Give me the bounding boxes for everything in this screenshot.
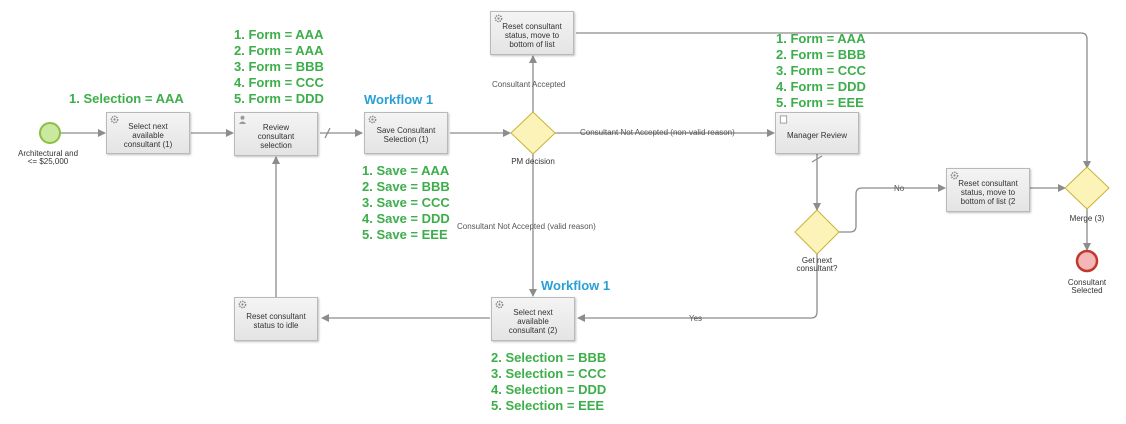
task-save-consultant-selection[interactable]: Save Consultant Selection (1) — [364, 112, 448, 154]
task-manager-review[interactable]: Manager Review — [775, 112, 859, 154]
default-flow-slash — [811, 155, 823, 163]
flow-label-no: No — [894, 184, 905, 193]
workflow-label-bottom: Workflow 1 — [541, 278, 611, 293]
get-next-consultant-label: Get next consultant? — [796, 256, 838, 273]
annotation-line: 3. Form = BBB — [234, 59, 324, 74]
flow-reset-top-to-merge — [576, 32, 1091, 169]
flow-label-yes: Yes — [689, 314, 703, 323]
task-label: Select next available consultant (1) — [123, 121, 173, 149]
task-reset-consultant-status-idle[interactable]: Reset consultant status to idle — [234, 297, 318, 341]
annotation-saves: 1. Save = AAA 2. Save = BBB 3. Save = CC… — [362, 163, 450, 243]
annotation-selections-2: 2. Selection = BBB 3. Selection = CCC 4.… — [491, 350, 606, 414]
annotation-line: 5. Save = EEE — [362, 227, 448, 242]
annotation-line: 4. Save = DDD — [362, 211, 450, 226]
gateway-get-next-consultant[interactable] — [794, 209, 840, 255]
gear-icon — [110, 115, 119, 124]
annotation-line: 3. Form = CCC — [776, 63, 866, 78]
task-select-next-consultant-1[interactable]: Select next available consultant (1) — [106, 112, 190, 154]
annotation-line: 2. Save = BBB — [362, 179, 450, 194]
annotation-line: 1. Form = AAA — [776, 31, 866, 46]
start-event[interactable] — [39, 122, 61, 144]
gateway-merge[interactable] — [1064, 166, 1110, 210]
task-label: Manager Review — [786, 130, 848, 140]
annotation-line: 1. Form = AAA — [234, 27, 324, 42]
annotation-line: 5. Form = EEE — [776, 95, 864, 110]
gear-icon — [368, 115, 377, 124]
task-label: Review consultant selection — [257, 122, 295, 150]
gear-icon — [238, 300, 247, 309]
gear-icon — [494, 14, 503, 23]
task-label: Reset consultant status, move to bottom … — [502, 21, 562, 49]
task-select-next-consultant-2[interactable]: Select next available consultant (2) — [491, 297, 575, 341]
annotation-forms-manager: 1. Form = AAA 2. Form = BBB 3. Form = CC… — [776, 31, 866, 111]
annotation-line: 3. Save = CCC — [362, 195, 450, 210]
annotation-line: 2. Form = AAA — [234, 43, 324, 58]
flow-get-next-yes — [577, 254, 818, 322]
annotation-line: 4. Form = CCC — [234, 75, 324, 90]
task-reset-consultant-status-top[interactable]: Reset consultant status, move to bottom … — [490, 11, 574, 55]
default-flow-slash — [324, 127, 331, 139]
flow-label-not-accepted-valid: Consultant Not Accepted (valid reason) — [457, 222, 596, 231]
workflow-label-top: Workflow 1 — [364, 92, 434, 107]
pm-decision-label: PM decision — [511, 157, 555, 166]
flow-label-consultant-accepted: Consultant Accepted — [492, 80, 566, 89]
annotation-line: 5. Form = DDD — [234, 91, 324, 106]
form-icon — [779, 115, 788, 124]
annotation-line: 2. Form = BBB — [776, 47, 866, 62]
annotation-line: 1. Selection = AAA — [69, 91, 184, 106]
annotation-line: 2. Selection = BBB — [491, 350, 607, 365]
start-event-label: Architectural and <= $25,000 — [17, 149, 79, 166]
flow-get-next-no — [838, 184, 946, 233]
annotation-line: 4. Form = DDD — [776, 79, 866, 94]
annotation-line: 4. Selection = DDD — [491, 382, 607, 397]
gear-icon — [950, 171, 959, 180]
annotation-forms-review: 1. Form = AAA 2. Form = AAA 3. Form = BB… — [234, 27, 324, 107]
annotation-line: 5. Selection = EEE — [491, 398, 605, 413]
task-label: Select next available consultant (2) — [508, 307, 558, 335]
merge-label: Merge (3) — [1069, 214, 1105, 223]
annotation-line: 1. Save = AAA — [362, 163, 450, 178]
task-label: Reset consultant status, move to bottom … — [958, 178, 1018, 206]
end-event[interactable] — [1075, 249, 1099, 273]
task-label: Save Consultant Selection (1) — [376, 126, 436, 144]
annotation-selection-1: 1. Selection = AAA — [69, 91, 184, 107]
annotation-line: 3. Selection = CCC — [491, 366, 607, 381]
gateway-pm-decision[interactable] — [510, 111, 556, 155]
flow-label-not-accepted-nonvalid: Consultant Not Accepted (non-valid reaso… — [580, 128, 735, 137]
task-reset-consultant-status-right[interactable]: Reset consultant status, move to bottom … — [946, 168, 1030, 212]
user-icon — [238, 115, 247, 124]
end-event-label: Consultant Selected — [1067, 278, 1107, 295]
task-label: Reset consultant status to idle — [246, 312, 306, 330]
gear-icon — [495, 300, 504, 309]
task-review-consultant-selection[interactable]: Review consultant selection — [234, 112, 318, 156]
